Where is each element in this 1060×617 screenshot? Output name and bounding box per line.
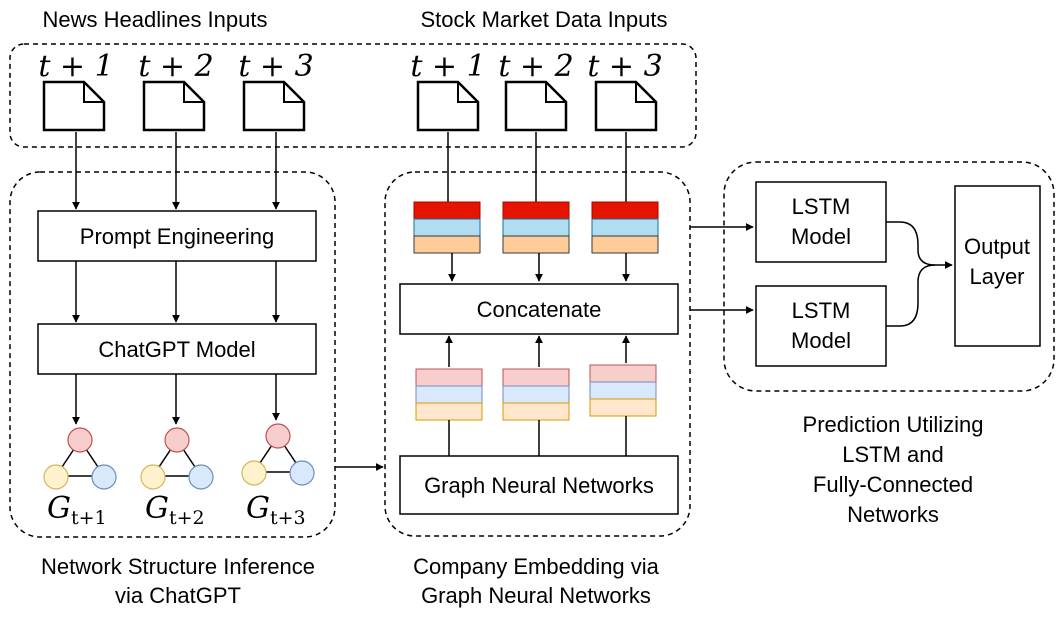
- graph-embedding-2: [502, 368, 570, 421]
- chatgpt-model-block: [37, 323, 317, 375]
- stock-embedding-2: [502, 201, 570, 254]
- news-document-icon-3: [242, 80, 306, 132]
- company-embedding-container: [384, 171, 691, 537]
- stock-time-label-2: t + 2: [498, 49, 573, 84]
- stock-time-label-1: t + 1: [410, 49, 485, 84]
- prediction-caption-line-2: LSTM and: [842, 442, 944, 467]
- chatgpt-model-label: ChatGPT Model: [98, 337, 255, 362]
- company-embedding-caption-line-1: Company Embedding via: [413, 554, 660, 579]
- news-inputs-caption: News Headlines Inputs: [42, 7, 267, 32]
- concatenate-label: Concatenate: [477, 297, 602, 322]
- stock-document-icon-3: [594, 80, 658, 132]
- company-embedding-caption-line-2: Graph Neural Networks: [421, 583, 651, 608]
- prompt-engineering-block: [37, 210, 317, 262]
- stock-embedding-3: [591, 201, 659, 254]
- prompt-engineering-label: Prompt Engineering: [80, 224, 274, 249]
- graph-icon-3: [241, 423, 315, 486]
- stock-inputs-caption: Stock Market Data Inputs: [421, 7, 668, 32]
- graph-icon-1: [43, 427, 117, 490]
- stock-time-labels: t + 1 t + 2 t + 3: [410, 49, 662, 84]
- news-time-labels: t + 1 t + 2 t + 3: [38, 49, 313, 84]
- lstm-1-line-2: Model: [791, 224, 851, 249]
- stock-embedding-1: [413, 201, 481, 254]
- lstm-model-block-1: [755, 181, 887, 263]
- graph-embedding-3: [589, 364, 657, 417]
- lstm-1-line-1: LSTM: [792, 194, 851, 219]
- graph-icon-2: [140, 427, 214, 490]
- output-layer-line-2: Layer: [969, 264, 1024, 289]
- stock-time-label-3: t + 3: [587, 49, 662, 84]
- prediction-caption-line-4: Networks: [847, 502, 939, 527]
- news-time-label-3: t + 3: [238, 49, 313, 84]
- graph-label-3: Gt+3: [246, 491, 306, 529]
- graph-label-1: Gt+1: [47, 491, 107, 529]
- lstm-2-line-1: LSTM: [792, 298, 851, 323]
- news-document-icon-2: [142, 80, 206, 132]
- network-inference-container: [9, 171, 336, 538]
- concatenate-block: [399, 283, 679, 335]
- gnn-label: Graph Neural Networks: [424, 473, 654, 498]
- news-time-label-2: t + 2: [138, 49, 213, 84]
- stock-document-icon-2: [504, 80, 568, 132]
- inputs-container: [9, 43, 697, 148]
- network-inference-caption-line-2: via ChatGPT: [115, 583, 241, 608]
- news-time-label-1: t + 1: [38, 49, 113, 84]
- prediction-container: [723, 161, 1055, 392]
- news-document-icon-1: [42, 80, 106, 132]
- graph-embedding-1: [415, 368, 483, 421]
- prediction-caption-line-1: Prediction Utilizing: [803, 412, 984, 437]
- network-inference-caption-line-1: Network Structure Inference: [41, 554, 315, 579]
- gnn-block: [399, 455, 679, 515]
- lstm-2-line-2: Model: [791, 328, 851, 353]
- prediction-caption-line-3: Fully-Connected: [813, 472, 973, 497]
- stock-document-icon-1: [416, 80, 480, 132]
- lstm-model-block-2: [755, 285, 887, 367]
- output-layer-line-1: Output: [964, 234, 1030, 259]
- graph-label-2: Gt+2: [145, 491, 205, 529]
- output-layer-block: [954, 185, 1041, 347]
